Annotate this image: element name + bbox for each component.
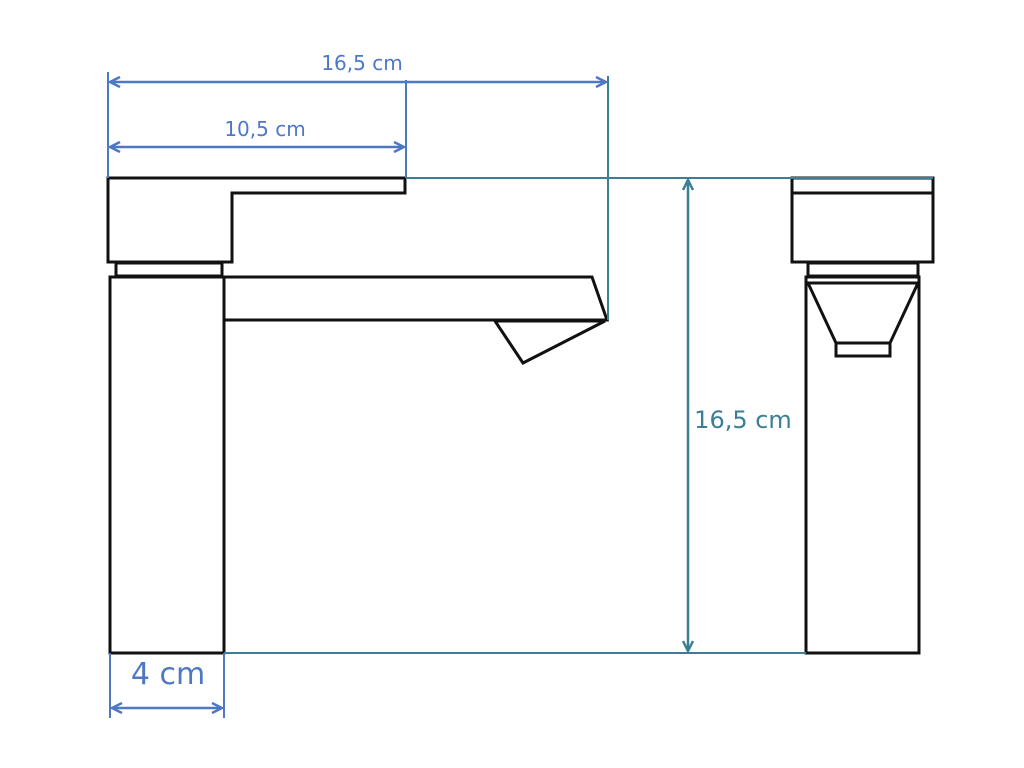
faucet-spout — [225, 275, 610, 322]
faucet-lever — [106, 176, 407, 264]
faucet-aerator — [492, 319, 606, 365]
faucet-front-view — [790, 176, 935, 655]
faucet-collar — [114, 261, 224, 278]
front-aerator — [834, 341, 892, 358]
lever-length-label: 10,5 cm — [224, 117, 305, 141]
total-length-label-bg — [308, 50, 418, 76]
dimension-labels: 16,5 cm 10,5 cm 16,5 cm 4 cm — [131, 50, 792, 692]
front-spout-outlet — [805, 281, 921, 345]
front-collar — [806, 261, 920, 278]
faucet-side-view — [106, 176, 610, 655]
front-body — [804, 275, 921, 655]
dimension-arrows — [110, 82, 688, 708]
height-label: 16,5 cm — [694, 406, 792, 434]
extension-lines — [107, 72, 933, 718]
total-length-label: 16,5 cm — [321, 51, 402, 75]
base-width-label: 4 cm — [131, 657, 205, 692]
faucet-body — [108, 275, 226, 655]
height-label-bg — [692, 400, 792, 434]
front-lever — [790, 176, 935, 264]
